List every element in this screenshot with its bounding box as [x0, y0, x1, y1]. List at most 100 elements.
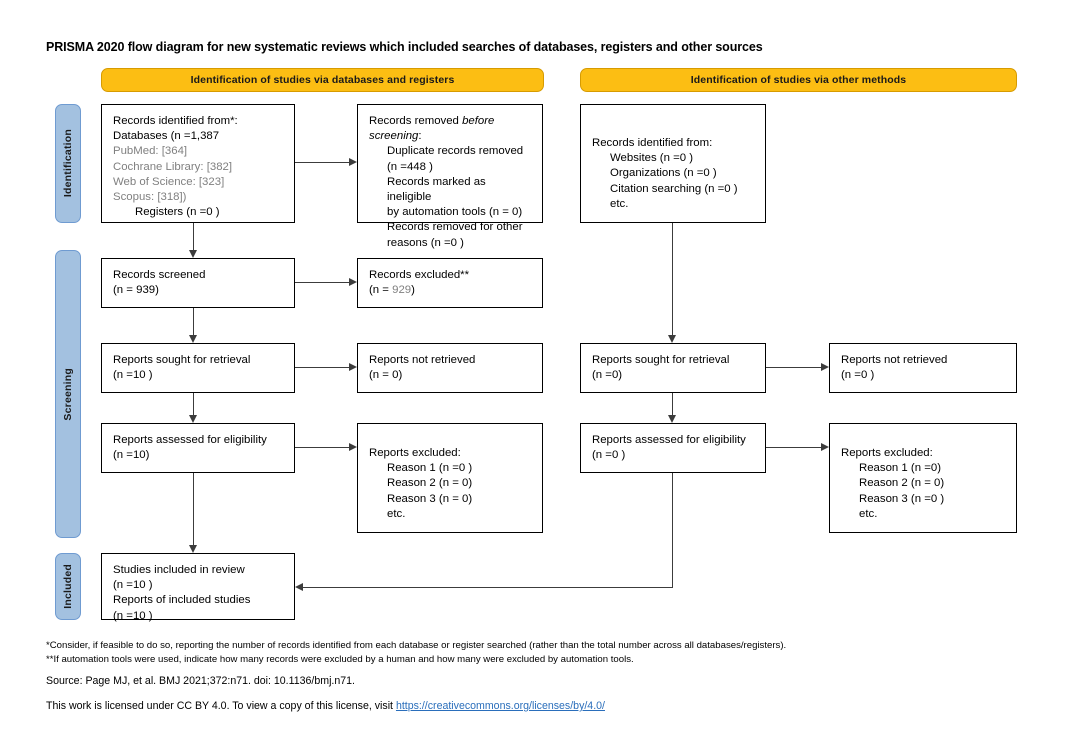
reports-assessed-count: (n =10)	[113, 449, 150, 462]
box-other-records-identified: Records identified from: Websites (n =0 …	[580, 104, 766, 223]
connector-other-identified-to-sought	[672, 223, 674, 335]
other-reports-excluded-reason-3: Reason 3 (n =0 )	[859, 492, 945, 505]
connector-identified-to-removed	[295, 162, 349, 164]
box-studies-included-in-review: Studies included in review (n =10 ) Repo…	[101, 553, 295, 622]
arrowhead-other-sought-to-assessed-icon	[668, 415, 676, 423]
reports-not-retrieved-label: Reports not retrieved	[369, 354, 476, 366]
license-prefix: This work is licensed under CC BY 4.0. T…	[46, 700, 396, 712]
other-reports-assessed-label: Reports assessed for eligibility	[592, 434, 746, 446]
records-removed-line-3: Records marked as ineligible	[387, 175, 486, 204]
connector-other-sought-to-not-retrieved	[766, 367, 821, 369]
reports-excluded-etc: etc.	[387, 507, 406, 520]
stage-bar-included: Included	[55, 553, 81, 620]
connector-other-assessed-to-excluded	[766, 447, 821, 449]
arrowhead-identified-to-removed-icon	[349, 158, 357, 166]
records-excluded-count-prefix: (n =	[369, 284, 393, 297]
stage-bar-identification: Identification	[55, 104, 81, 223]
records-identified-line-7: Registers (n =0 )	[135, 206, 220, 219]
footnote-consider: *Consider, if feasible to do so, reporti…	[46, 640, 787, 651]
connector-screened-to-excluded	[295, 282, 349, 284]
reports-sought-label: Reports sought for retrieval	[113, 354, 251, 366]
box-reports-sought-for-retrieval: Reports sought for retrieval (n =10 )	[101, 343, 295, 393]
records-identified-line-6: Scopus: [318])	[113, 191, 187, 204]
other-reports-excluded-heading: Reports excluded:	[841, 447, 933, 459]
arrowhead-sought-to-assessed-icon	[189, 415, 197, 423]
records-removed-heading-italic-2: screening	[369, 130, 419, 143]
reports-excluded-heading: Reports excluded:	[369, 447, 461, 459]
connector-screened-to-sought	[193, 308, 195, 335]
reports-sought-count: (n =10 )	[113, 369, 153, 382]
reports-excluded-reason-1: Reason 1 (n =0 )	[387, 462, 473, 475]
arrowhead-identified-to-screened-icon	[189, 250, 197, 258]
box-records-excluded: Records excluded** (n = 929)	[357, 258, 543, 308]
other-identified-organizations: Organizations (n =0 )	[610, 167, 717, 180]
other-reports-not-retrieved-label: Reports not retrieved	[841, 354, 948, 366]
banner-databases-label: Identification of studies via databases …	[190, 74, 455, 86]
license-text: This work is licensed under CC BY 4.0. T…	[46, 700, 846, 713]
records-excluded-count-value: 929	[392, 284, 412, 297]
studies-included-count: (n =10 )	[113, 579, 153, 592]
reports-excluded-reason-2: Reason 2 (n = 0)	[387, 477, 473, 490]
records-identified-line-1: Records identified from*:	[113, 115, 238, 127]
box-other-reports-sought-for-retrieval: Reports sought for retrieval (n =0)	[580, 343, 766, 393]
other-reports-assessed-count: (n =0 )	[592, 449, 626, 462]
box-other-reports-assessed-for-eligibility: Reports assessed for eligibility (n =0 )	[580, 423, 766, 473]
connector-other-assessed-to-included	[303, 587, 673, 589]
arrowhead-screened-to-excluded-icon	[349, 278, 357, 286]
other-identified-websites: Websites (n =0 )	[610, 152, 694, 165]
records-excluded-count-suffix: )	[411, 284, 415, 297]
other-reports-sought-count: (n =0)	[592, 369, 623, 382]
box-reports-excluded: Reports excluded: Reason 1 (n =0 ) Reaso…	[357, 423, 543, 533]
banner-other-label: Identification of studies via other meth…	[690, 74, 907, 86]
box-other-reports-excluded: Reports excluded: Reason 1 (n =0) Reason…	[829, 423, 1017, 533]
connector-other-assessed-down	[672, 473, 674, 588]
records-screened-label: Records screened	[113, 269, 206, 281]
stage-label-screening: Screening	[62, 367, 74, 421]
arrowhead-other-assessed-to-included-icon	[295, 583, 303, 591]
connector-sought-to-not-retrieved	[295, 367, 349, 369]
other-identified-heading: Records identified from:	[592, 137, 713, 149]
license-link[interactable]: https://creativecommons.org/licenses/by/…	[395, 700, 605, 712]
box-records-screened: Records screened (n = 939)	[101, 258, 295, 308]
connector-identified-to-screened	[193, 223, 195, 250]
records-removed-heading-colon: :	[418, 130, 422, 143]
records-identified-line-2: Databases (n =1,387	[113, 130, 220, 143]
records-removed-line-2: (n =448 )	[387, 160, 433, 173]
arrowhead-other-sought-to-not-retrieved-icon	[821, 363, 829, 371]
arrowhead-assessed-to-reports-excluded-icon	[349, 443, 357, 451]
arrowhead-assessed-to-included-icon	[189, 545, 197, 553]
box-other-reports-not-retrieved: Reports not retrieved (n =0 )	[829, 343, 1017, 393]
footnote-automation: **If automation tools were used, indicat…	[46, 654, 634, 665]
other-reports-sought-label: Reports sought for retrieval	[592, 354, 730, 366]
stage-label-included: Included	[62, 564, 74, 609]
reports-assessed-label: Reports assessed for eligibility	[113, 434, 267, 446]
connector-other-sought-to-assessed	[672, 393, 674, 415]
records-removed-line-4: by automation tools (n = 0)	[387, 206, 523, 219]
arrowhead-sought-to-not-retrieved-icon	[349, 363, 357, 371]
other-reports-excluded-reason-1: Reason 1 (n =0)	[859, 462, 941, 475]
box-records-removed-before-screening: Records removed before screening: Duplic…	[357, 104, 543, 249]
records-excluded-count: (n = 929)	[369, 283, 532, 298]
other-identified-etc: etc.	[610, 197, 629, 210]
records-excluded-label: Records excluded**	[369, 269, 470, 281]
records-screened-count-value: 939	[136, 284, 156, 297]
page-title: PRISMA 2020 flow diagram for new systema…	[46, 40, 763, 54]
records-removed-line-5: Records removed for other	[387, 221, 523, 234]
records-removed-heading-italic: before	[462, 115, 495, 127]
records-removed-line-1: Duplicate records removed	[387, 145, 524, 158]
banner-databases-registers: Identification of studies via databases …	[101, 68, 544, 92]
other-reports-not-retrieved-count: (n =0 )	[841, 369, 875, 382]
records-screened-count-prefix: (n =	[113, 284, 137, 297]
records-removed-line-6: reasons (n =0 )	[387, 236, 464, 249]
records-identified-line-5: Web of Science: [323]	[113, 175, 225, 188]
records-removed-heading: Records removed before	[369, 114, 532, 129]
reports-of-included-label: Reports of included studies	[113, 594, 251, 607]
reports-of-included-count: (n =10 )	[113, 609, 153, 622]
reports-not-retrieved-count: (n = 0)	[369, 369, 403, 382]
records-removed-heading-a: Records removed	[369, 115, 463, 127]
connector-assessed-to-included	[193, 473, 195, 545]
arrowhead-other-identified-to-sought-icon	[668, 335, 676, 343]
records-screened-count-suffix: )	[155, 284, 159, 297]
records-screened-count: (n = 939)	[113, 283, 284, 298]
records-removed-heading-2: screening:	[369, 129, 532, 144]
